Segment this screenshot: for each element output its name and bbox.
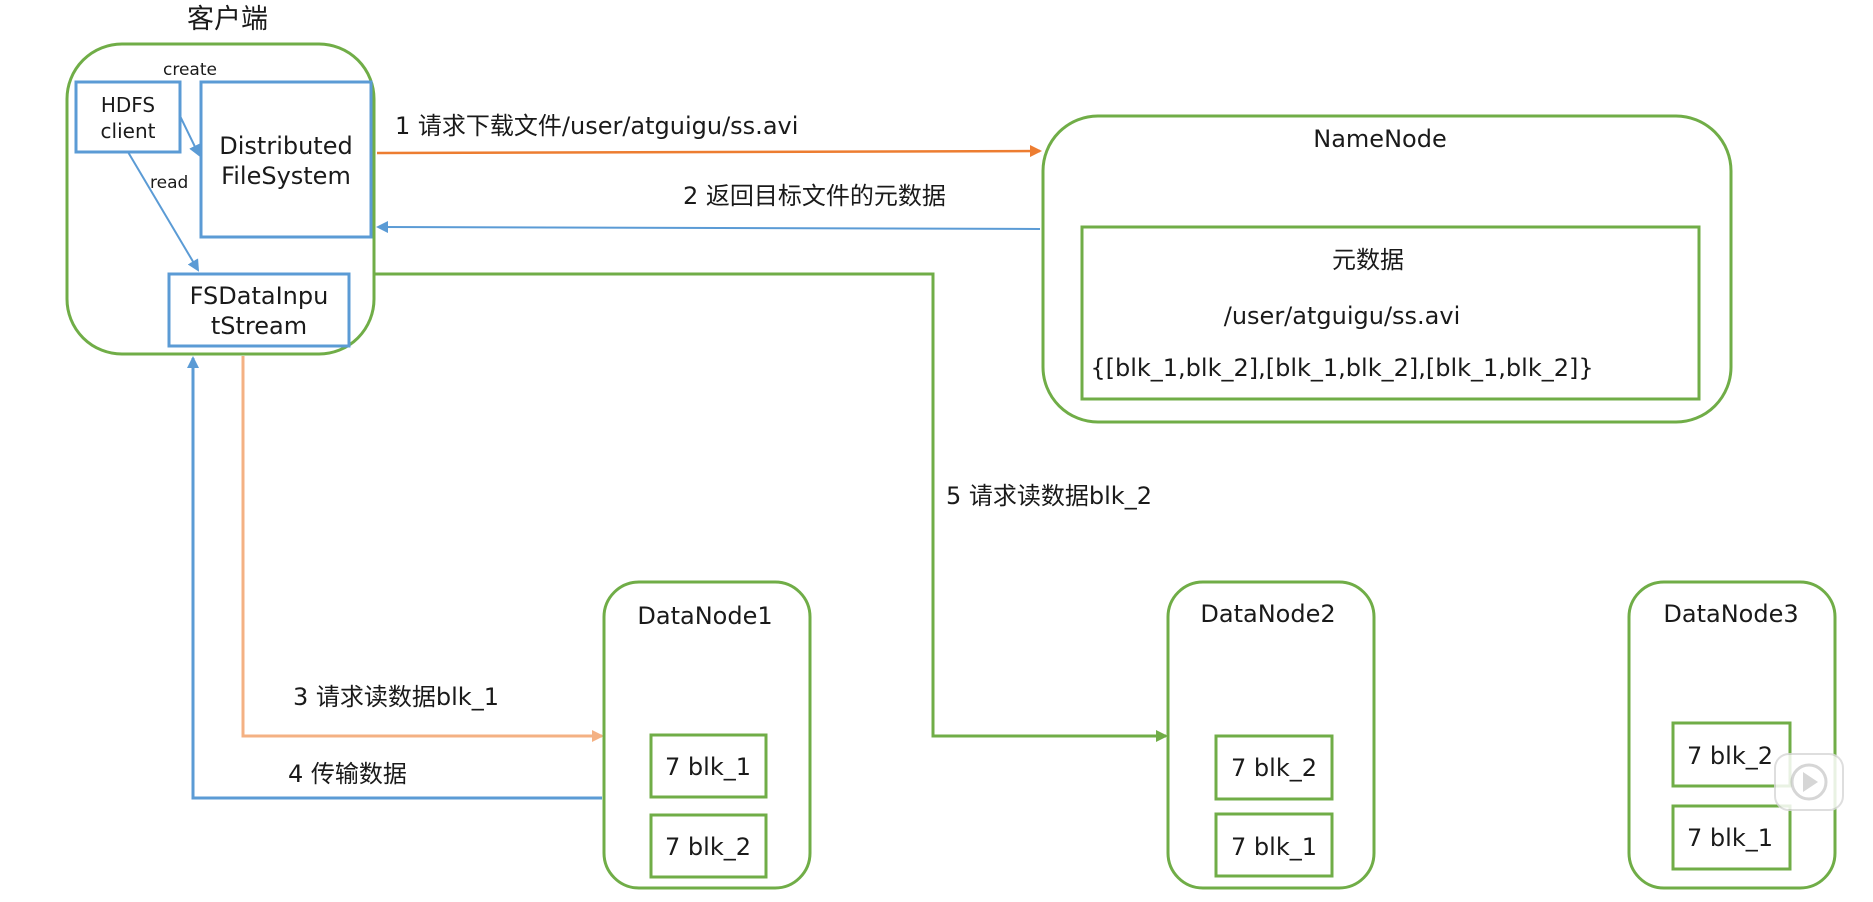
- hdfs-client-line1: HDFS: [101, 93, 155, 117]
- fsdis-line2: tStream: [211, 312, 307, 340]
- metadata-path: /user/atguigu/ss.avi: [1224, 302, 1461, 330]
- step2-arrow: [376, 221, 1041, 234]
- step4-label: 4 传输数据: [288, 760, 407, 788]
- create-arrow: [179, 115, 201, 157]
- datanode1-block1-box: [649, 733, 768, 799]
- metadata-blocks: {[blk_1,blk_2],[blk_1,blk_2],[blk_1,blk_…: [1090, 354, 1593, 382]
- namenode-title: NameNode: [1313, 125, 1446, 153]
- step5-arrow: [374, 272, 1168, 742]
- step1-label: 1 请求下载文件/user/atguigu/ss.avi: [395, 112, 798, 140]
- datanode1-block2: 7 blk_2: [665, 833, 751, 861]
- step4-arrow: [187, 356, 602, 800]
- dfs-line1: Distributed: [219, 132, 352, 160]
- step2-label: 2 返回目标文件的元数据: [683, 182, 946, 210]
- datanode1-title: DataNode1: [637, 602, 772, 630]
- step3-arrow: [241, 356, 604, 742]
- step5-label: 5 请求读数据blk_2: [946, 482, 1152, 510]
- fsdis-line1: FSDataInpu: [190, 282, 329, 310]
- step3-label: 3 请求读数据blk_1: [293, 683, 499, 711]
- hdfs-client-box: [74, 80, 182, 154]
- fsdatainputstream-box: [167, 272, 351, 348]
- client-title: 客户端: [187, 4, 268, 35]
- datanode1-block2-box: [649, 813, 768, 879]
- datanode2-block2-box: [1214, 812, 1334, 878]
- datanode2-block1-box: [1214, 734, 1334, 801]
- distributed-filesystem-box: [199, 80, 373, 239]
- datanode3-title: DataNode3: [1663, 600, 1798, 628]
- read-arrow: [127, 151, 200, 272]
- play-overlay-icon[interactable]: [1774, 753, 1844, 811]
- datanode1-block1: 7 blk_1: [665, 753, 751, 781]
- datanode2-block1: 7 blk_2: [1231, 754, 1317, 782]
- hdfs-client-line2: client: [101, 119, 156, 143]
- metadata-box: [1080, 225, 1701, 401]
- read-label: read: [150, 173, 188, 193]
- step1-arrow: [376, 145, 1042, 158]
- datanode3-block2: 7 blk_1: [1687, 824, 1773, 852]
- datanode2-title: DataNode2: [1200, 600, 1335, 628]
- datanode2-block2: 7 blk_1: [1231, 833, 1317, 861]
- datanode3-block1: 7 blk_2: [1687, 742, 1773, 770]
- metadata-title: 元数据: [1332, 246, 1404, 274]
- datanode3-block2-box: [1671, 804, 1792, 871]
- create-label: create: [163, 60, 217, 80]
- dfs-line2: FileSystem: [221, 162, 351, 190]
